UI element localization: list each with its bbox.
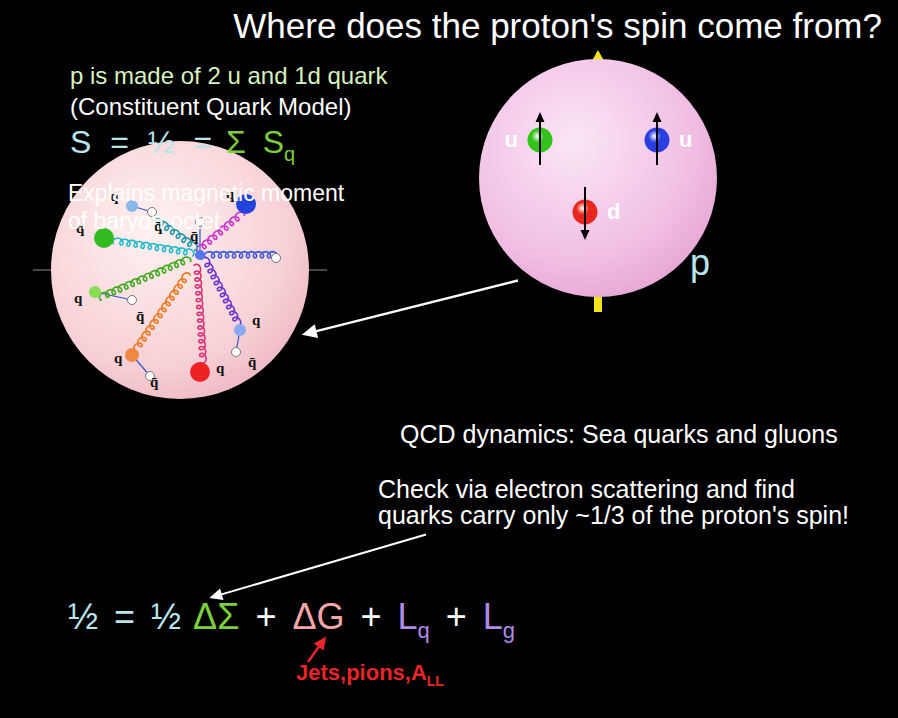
- formula-term: LL: [427, 673, 444, 689]
- quark-ball: u: [644, 127, 670, 153]
- formula-term: g: [503, 618, 515, 643]
- slide-text: Explains magnetic moment of baryon octet: [68, 180, 358, 235]
- formula-term: Jets,pions,A: [296, 660, 427, 685]
- parton-ball: [232, 348, 241, 357]
- parton-label: q: [216, 360, 224, 377]
- parton-ball: [195, 250, 205, 260]
- quark-label: u: [679, 127, 692, 152]
- connector-arrowhead: [302, 324, 318, 338]
- formula-term: +: [446, 596, 467, 637]
- sea-body: [51, 141, 309, 399]
- formula-term: +: [360, 596, 381, 637]
- parton-ball: [234, 324, 246, 336]
- proton-body: [479, 59, 717, 297]
- parton-ball: [89, 286, 101, 298]
- leader-arrowhead: [314, 636, 327, 650]
- slide-text: QCD dynamics: Sea quarks and gluons: [400, 420, 838, 449]
- formula-term: q: [284, 143, 295, 166]
- gluon-line: [194, 264, 206, 363]
- spin-arrow: [584, 187, 586, 231]
- parton-label: q: [74, 290, 82, 307]
- method-note: Jets,pions,ALL: [296, 660, 444, 685]
- gluon-line: [204, 252, 277, 258]
- spin-arrow: [656, 121, 658, 165]
- connector-line: [313, 280, 517, 331]
- slide-text: p is made of 2 u and 1d quark: [70, 62, 388, 90]
- proton-sphere: puud: [478, 58, 718, 298]
- parton-label: q̄: [248, 354, 256, 371]
- formula-term: S = ½ =: [70, 124, 212, 161]
- parton-ball: [128, 296, 137, 305]
- slide-title: Where does the proton's spin come from?: [233, 6, 882, 46]
- quark-label: u: [505, 127, 518, 152]
- formula-term: L: [483, 596, 503, 637]
- formula-term: +: [255, 596, 276, 637]
- quark-ball-outline: [527, 127, 553, 153]
- proton-sphere-outline: [478, 58, 718, 298]
- parton-ball: [125, 348, 139, 362]
- spin-arrowhead: [581, 230, 590, 240]
- parton-label: q: [114, 350, 122, 367]
- quark-ball-outline: [644, 127, 670, 153]
- proton-label: p: [690, 242, 710, 283]
- formula-term: Σ S: [226, 124, 284, 161]
- parton-label: q̄: [136, 308, 144, 325]
- formula-term: ΔΣ: [193, 596, 239, 637]
- parton-label: q: [252, 312, 260, 329]
- connector-arrow: [302, 280, 518, 337]
- gluon-line: [202, 257, 241, 327]
- formula-term: q: [418, 618, 430, 643]
- formula-term: ½ = ½: [68, 596, 181, 637]
- quark-ball-outline: [572, 199, 598, 225]
- quark-ball: u: [527, 127, 553, 153]
- spin-arrowhead: [536, 112, 545, 122]
- sea-sphere-outline: [50, 140, 310, 400]
- slide-text: Check via electron scattering and find q…: [378, 476, 866, 529]
- leader-line: [220, 535, 426, 595]
- spin-sum-formula: S = ½ =Σ Sq: [70, 124, 295, 161]
- leader-line: [308, 645, 320, 662]
- quark-label: d: [607, 199, 620, 224]
- spin-arrowhead: [653, 112, 662, 122]
- quark-ball: d: [572, 199, 598, 225]
- parton-ball: [272, 254, 281, 263]
- sea-sphere: qq̄qq̄qqq̄qq̄qq̄q: [50, 140, 310, 400]
- formula-term: L: [398, 596, 418, 637]
- formula-term: ΔG: [292, 596, 344, 637]
- spin-arrow: [539, 121, 541, 165]
- gluon-line: [134, 273, 191, 353]
- parton-label: q̄: [150, 374, 158, 391]
- parton-ball: [190, 362, 210, 382]
- slide-text: (Constituent Quark Model): [70, 93, 351, 121]
- spin-sum-equation: ½ = ½ΔΣ+ΔG+Lq+Lg: [68, 596, 515, 637]
